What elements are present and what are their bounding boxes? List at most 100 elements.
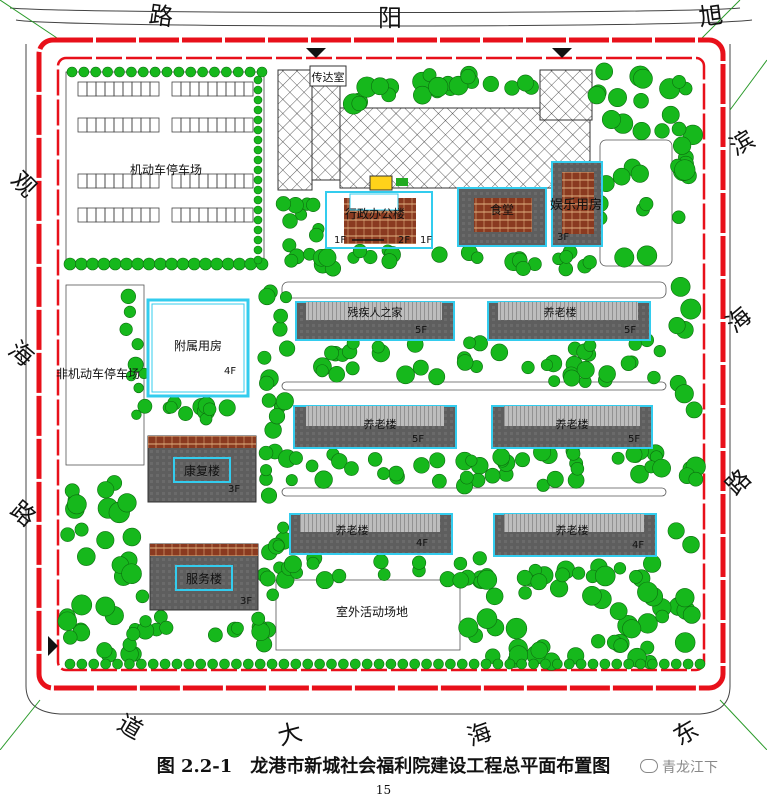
tree — [142, 257, 156, 271]
office-label: 行政办公楼 — [345, 206, 405, 221]
gate-house: 传达室 — [309, 65, 347, 87]
parking-stall — [216, 81, 227, 97]
rehab-building: 康复楼 3F — [147, 435, 257, 503]
tree — [583, 339, 597, 352]
tree — [540, 358, 553, 372]
tree — [120, 288, 136, 305]
tree — [623, 658, 634, 670]
tree — [253, 195, 263, 205]
road-curbs — [0, 0, 767, 750]
tree — [96, 531, 115, 550]
tree — [352, 243, 368, 259]
tree — [171, 658, 183, 670]
parking-stall — [86, 81, 97, 97]
tree — [253, 235, 263, 245]
tree — [643, 554, 662, 573]
tree — [231, 658, 242, 670]
tree — [485, 587, 504, 606]
tree — [284, 253, 299, 268]
tree — [582, 255, 597, 270]
tree — [608, 88, 627, 107]
tree — [258, 288, 276, 306]
tree — [77, 547, 96, 566]
parking-stall — [149, 117, 160, 133]
elderly-1-label: 养老楼 — [544, 305, 577, 319]
figure-title: 龙港市新城社会福利院建设工程总平面布置图 — [250, 756, 611, 777]
tree — [131, 257, 145, 271]
tree — [126, 626, 141, 641]
tree — [266, 588, 279, 601]
tree — [388, 465, 404, 482]
tree — [314, 470, 333, 489]
elderly-4-label: 养老楼 — [336, 523, 369, 537]
tree — [253, 135, 263, 145]
parking-stall — [131, 207, 142, 223]
tree — [260, 487, 278, 504]
tree — [421, 658, 432, 670]
elderly-5-floor: 4F — [632, 540, 644, 551]
tree — [90, 66, 102, 78]
tree — [219, 658, 230, 670]
tree — [258, 445, 274, 461]
parking-stall — [180, 207, 191, 223]
tree — [548, 375, 561, 388]
tree — [377, 568, 391, 581]
road-left-char: 路 — [5, 495, 41, 532]
tree — [275, 196, 291, 212]
tree — [302, 658, 314, 670]
tree — [136, 658, 147, 670]
tree — [328, 366, 346, 383]
tree — [672, 136, 692, 155]
car-parking — [65, 71, 265, 263]
tree — [78, 66, 90, 78]
rehab-label: 康复楼 — [184, 463, 220, 478]
tree — [253, 155, 263, 165]
page-number: 15 — [375, 783, 392, 797]
tree — [530, 641, 548, 660]
tree — [675, 588, 695, 608]
parking-stall — [198, 117, 209, 133]
tree — [264, 421, 282, 439]
elderly-building-5: 养老楼 4F — [493, 513, 657, 557]
tree — [165, 257, 178, 271]
tree — [655, 609, 669, 624]
tree — [253, 115, 263, 125]
tree — [199, 257, 212, 271]
tree — [306, 197, 321, 212]
parking-stall — [86, 207, 97, 223]
tree — [159, 620, 174, 635]
parking-stall — [122, 81, 133, 97]
tree — [505, 617, 528, 640]
parking-stall — [225, 207, 236, 223]
tree — [460, 69, 476, 85]
tree — [218, 399, 236, 417]
tree — [351, 95, 367, 112]
tree — [629, 570, 643, 584]
tree — [546, 470, 564, 488]
tree — [599, 658, 611, 670]
parking-stall — [171, 81, 182, 97]
tree — [433, 658, 444, 670]
tree — [318, 248, 337, 267]
parking-stall — [95, 173, 106, 189]
tree — [674, 632, 696, 653]
tree — [431, 473, 447, 489]
parking-stall — [180, 81, 191, 97]
tree — [261, 393, 277, 408]
tree — [159, 658, 171, 670]
tree — [636, 245, 658, 266]
tree — [282, 238, 297, 253]
entertainment-label: 娱乐用房 — [550, 197, 602, 213]
tree — [314, 658, 325, 670]
bike-parking-label: 非机动车停车场 — [56, 366, 140, 381]
parking-stall — [77, 117, 88, 133]
disabled-home-building: 残疾人之家 5F — [295, 301, 455, 341]
entrance-markers — [48, 48, 572, 656]
tree — [253, 215, 263, 225]
tree — [139, 615, 152, 628]
parking-stall — [77, 81, 88, 97]
tree — [637, 581, 658, 603]
tree — [66, 494, 87, 515]
tree — [572, 566, 586, 580]
elderly-1-floor: 5F — [624, 325, 636, 336]
